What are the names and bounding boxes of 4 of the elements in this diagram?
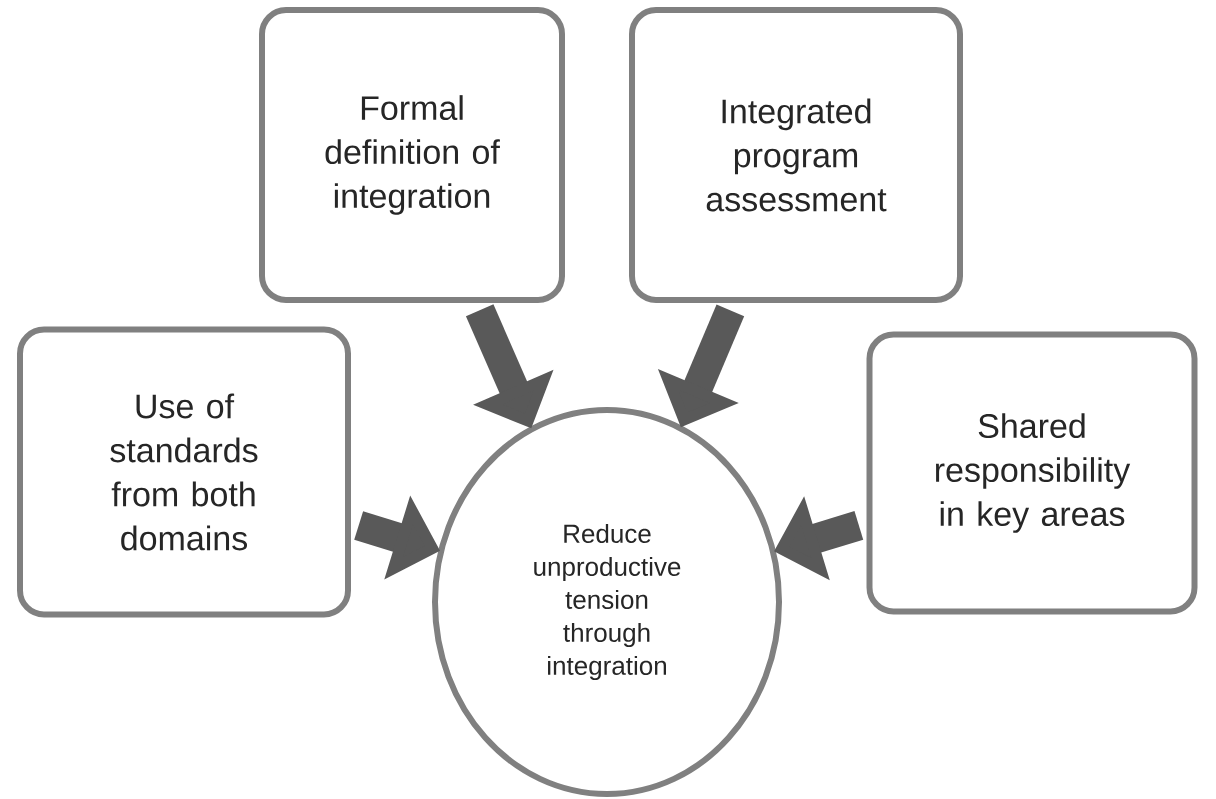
text-box: Integrated program assessment <box>629 7 963 303</box>
text-box: Formal definition of integration <box>259 7 565 303</box>
text-box: Shared responsibility in key areas <box>866 331 1198 615</box>
text-box: Use of standards from both domains <box>17 326 351 618</box>
